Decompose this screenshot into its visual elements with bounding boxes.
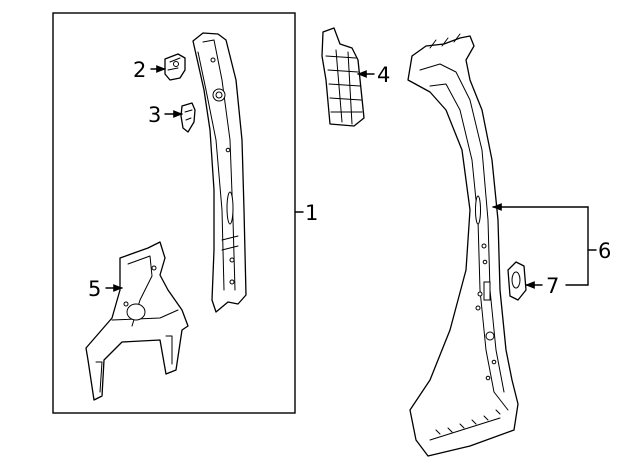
part-3-clip (180, 102, 196, 133)
callout-2: 2 (133, 58, 146, 82)
part-6-outer-pillar (407, 33, 519, 457)
callout-6: 6 (598, 239, 611, 263)
callout-5: 5 (88, 277, 101, 301)
callout-4: 4 (377, 63, 390, 87)
assembly-group-box (52, 12, 296, 414)
part-4-reinforcement (321, 27, 365, 127)
part-7-pad (507, 261, 527, 301)
part-2-bracket (164, 53, 186, 81)
inner-pillar-part (192, 32, 247, 313)
part-5-lower-bracket (85, 241, 189, 401)
leader-lines (105, 65, 597, 292)
callout-7: 7 (546, 274, 559, 298)
callout-3: 3 (148, 103, 161, 127)
callout-1: 1 (305, 201, 318, 225)
